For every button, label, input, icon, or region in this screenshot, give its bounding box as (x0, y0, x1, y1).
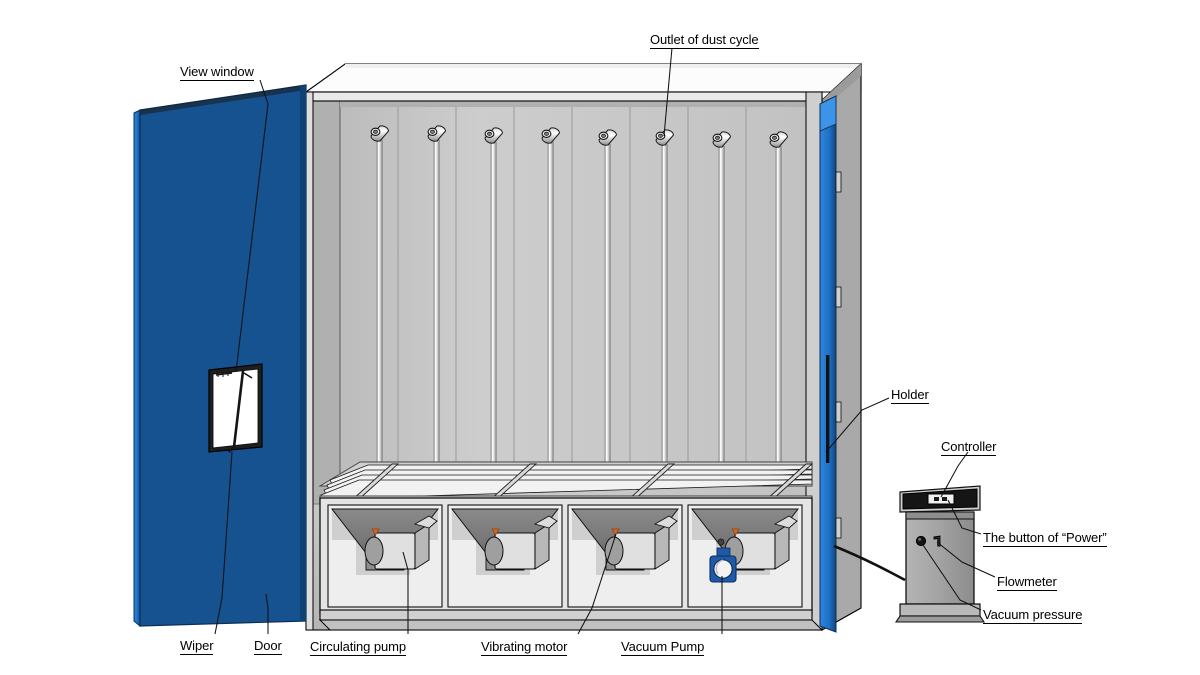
leader-wiper (214, 451, 233, 635)
dust-outlet-nozzle (541, 127, 561, 144)
compartment (567, 504, 683, 608)
dust-outlet-nozzle (370, 125, 390, 142)
label-circulating-pump: Circulating pump (310, 639, 406, 656)
leader-view-window (235, 79, 269, 373)
dust-outlet-nozzle (598, 129, 618, 146)
spray-pipe (370, 125, 390, 467)
leader-vibrating-motor (577, 533, 617, 635)
wiper-arm[interactable] (215, 370, 253, 453)
power-button[interactable] (915, 535, 927, 547)
label-vacuum-pressure: Vacuum pressure (983, 607, 1083, 624)
vibrating-motor-marker (371, 528, 380, 536)
circulating-pump (484, 515, 558, 570)
dust-outlet-nozzle (712, 131, 732, 148)
label-holder: Holder (891, 387, 929, 404)
dust-outlet-nozzle (427, 125, 447, 142)
leader-flowmeter (936, 541, 996, 578)
lower-compartment-block (318, 497, 824, 631)
label-button-of-power: The button of “Power” (983, 530, 1107, 547)
label-outlet-of-dust-cycle: Outlet of dust cycle (650, 32, 759, 49)
vibrating-motor-marker (611, 528, 620, 536)
leader-controller (940, 451, 969, 498)
console-top-panel (899, 485, 981, 513)
dust-outlet-nozzle (484, 127, 504, 144)
leader-door (265, 593, 269, 634)
leader-outlet-of-dust-cycle (663, 47, 673, 137)
label-vibrating-motor: Vibrating motor (481, 639, 568, 656)
circulating-pump (604, 515, 678, 570)
leader-holder (825, 397, 890, 453)
leader-circulating-pump (402, 551, 409, 634)
label-view-window: View window (180, 64, 254, 81)
dust-chamber-cabinet (133, 62, 862, 633)
label-wiper: Wiper (180, 638, 214, 655)
chamber-door[interactable] (133, 84, 307, 628)
vibrating-motor-marker (491, 528, 500, 536)
leader-button-of-power (947, 499, 982, 535)
vibrating-motor-marker (731, 528, 740, 536)
leader-lines (214, 47, 996, 635)
label-controller: Controller (941, 439, 997, 456)
label-vacuum-pump: Vacuum Pump (621, 639, 705, 656)
power-cable (833, 544, 906, 582)
label-flowmeter: Flowmeter (997, 574, 1057, 591)
compartment (447, 504, 563, 608)
controller-console[interactable] (833, 485, 986, 623)
cabinet-roof (304, 63, 862, 93)
compartment (687, 504, 803, 608)
leader-vacuum-pressure (922, 544, 982, 611)
holder-grate-rack (318, 461, 814, 504)
controller-display[interactable] (927, 493, 955, 505)
spray-pipe-group (370, 125, 789, 467)
view-window[interactable] (208, 363, 263, 453)
dust-outlet-nozzle (769, 131, 789, 148)
vacuum-pump (709, 538, 737, 583)
right-door-edge (819, 95, 842, 633)
compartment (327, 504, 443, 608)
spray-pipe (712, 131, 732, 467)
dust-outlet-nozzle (655, 129, 675, 146)
door-hinge-group (835, 171, 842, 539)
label-door: Door (254, 638, 282, 655)
